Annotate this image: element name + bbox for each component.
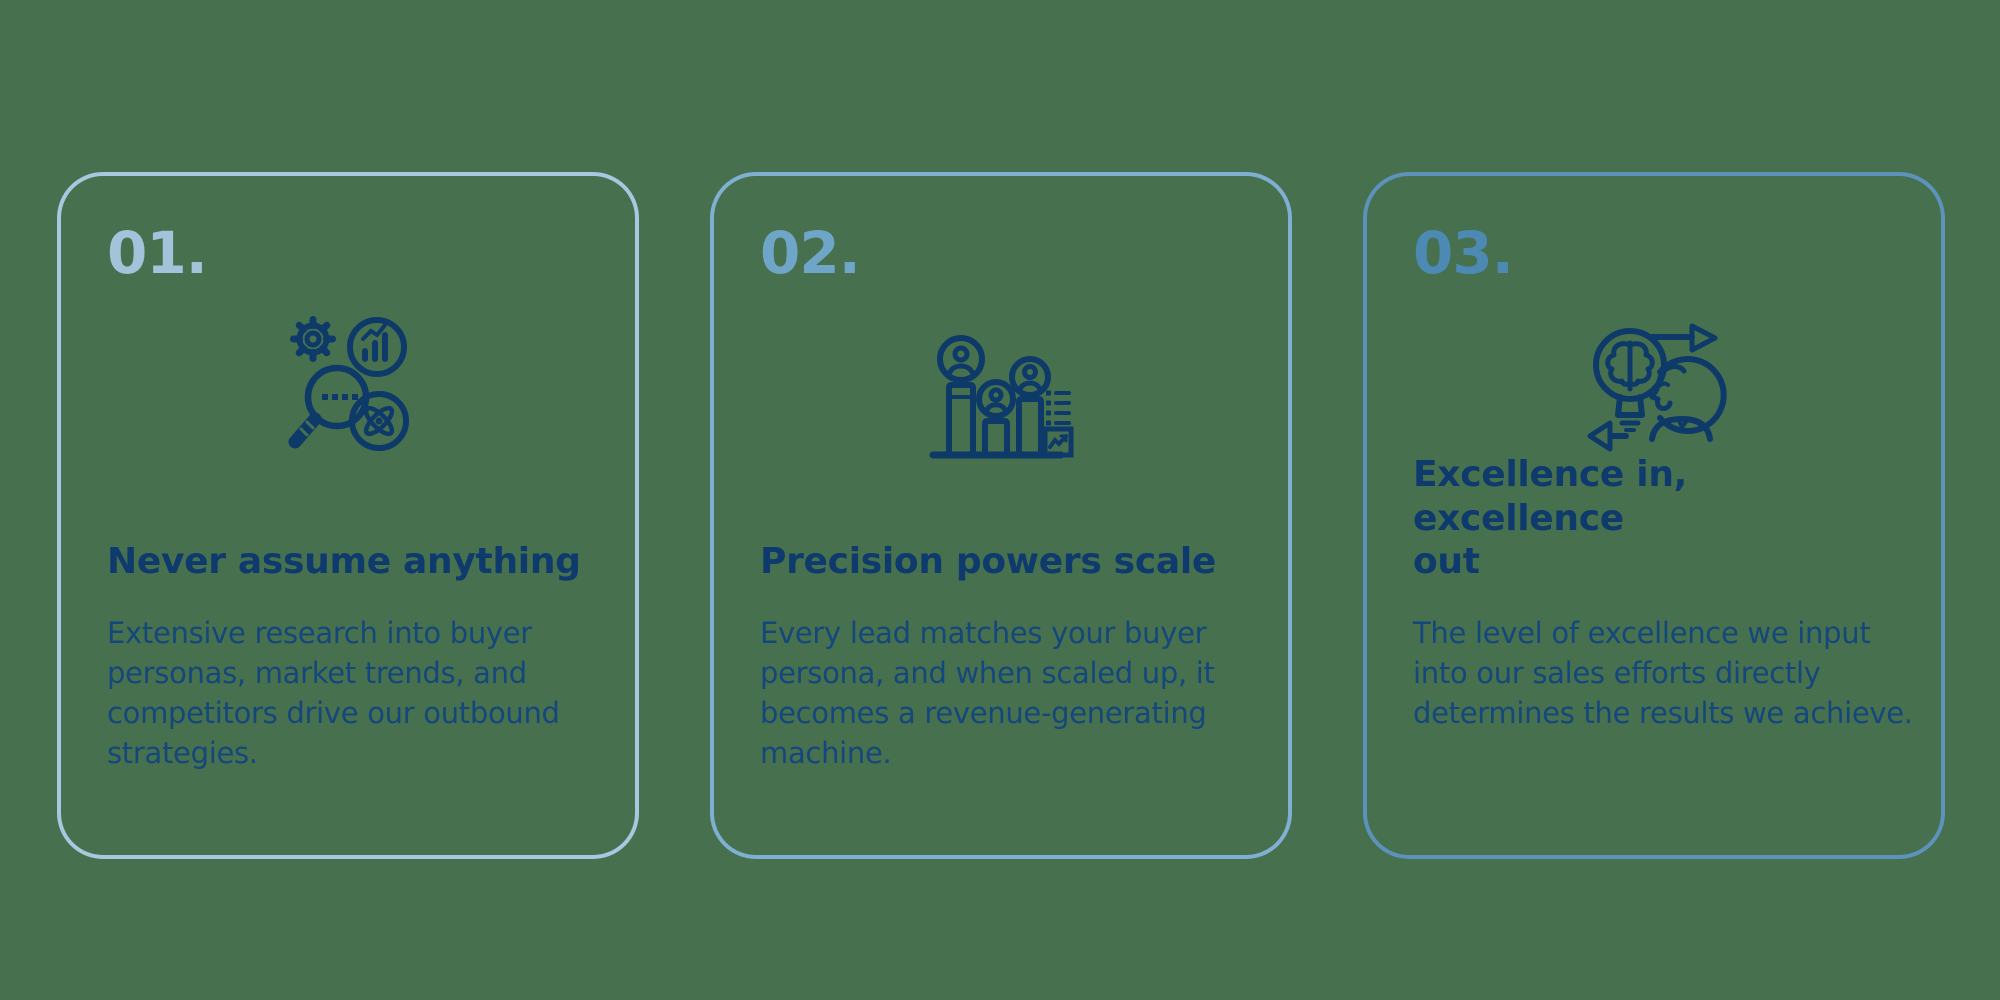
- card-03: 03.: [1363, 172, 1945, 859]
- card-01-description: Extensive research into buyer personas, …: [107, 616, 560, 771]
- cards-row: 01.: [57, 172, 1945, 859]
- card-01: 01.: [57, 172, 639, 859]
- card-03-title: Excellence in, excellence out: [1413, 454, 1688, 582]
- audience-bars-icon: [714, 309, 1288, 461]
- card-02-title: Precision powers scale: [760, 540, 1217, 582]
- card-01-title: Never assume anything: [107, 540, 581, 582]
- brain-bulb-icon: [1367, 309, 1941, 461]
- card-02: 02.: [710, 172, 1292, 859]
- card-01-number: 01.: [107, 219, 208, 287]
- card-03-number: 03.: [1413, 219, 1514, 287]
- card-03-description: The level of excellence we input into ou…: [1413, 616, 1913, 731]
- research-analysis-icon: [61, 309, 635, 461]
- card-02-number: 02.: [760, 219, 861, 287]
- card-02-description: Every lead matches your buyer persona, a…: [760, 616, 1215, 771]
